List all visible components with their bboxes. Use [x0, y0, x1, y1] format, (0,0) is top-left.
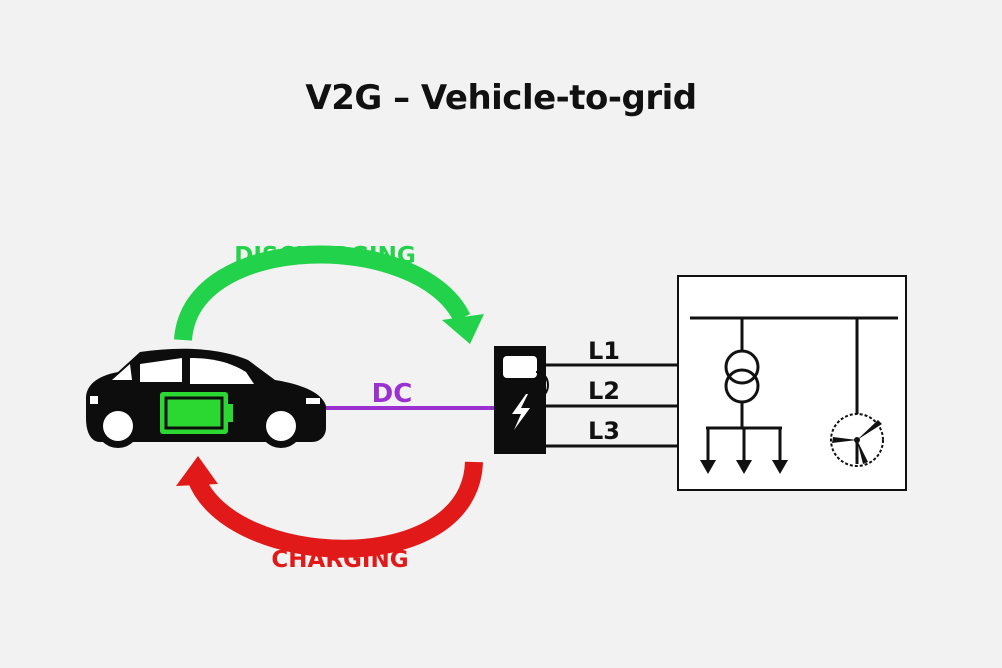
ac-lines: [546, 363, 678, 448]
charging-station-icon: [494, 346, 549, 454]
discharging-arrow: [174, 245, 484, 344]
dc-label: DC: [372, 379, 413, 409]
l1-label: L1: [588, 337, 620, 365]
battery-icon: [160, 392, 233, 434]
l2-label: L2: [588, 377, 620, 405]
charging-arrow: [176, 456, 483, 558]
l3-label: L3: [588, 417, 620, 445]
charging-label: CHARGING: [271, 547, 408, 573]
grid-panel: [677, 275, 907, 491]
diagram-title: V2G – Vehicle-to-grid: [305, 78, 697, 118]
wind-turbine-icon: [830, 413, 884, 467]
lightning-bolt-icon: [512, 394, 530, 430]
discharging-label: DISCHARGING: [234, 243, 415, 269]
